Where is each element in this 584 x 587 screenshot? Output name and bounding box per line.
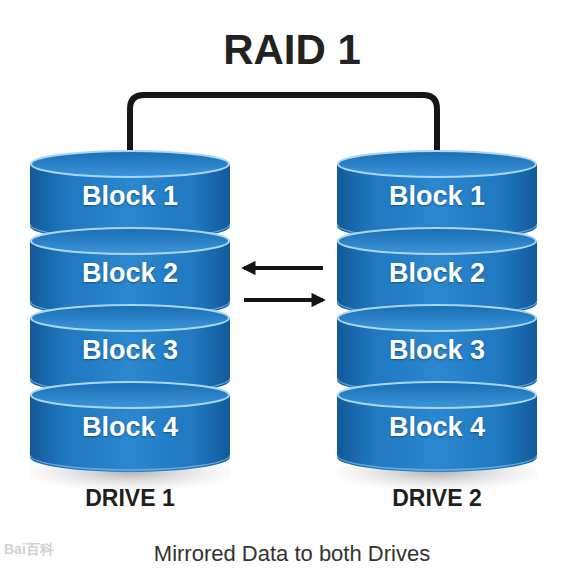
block-rim — [337, 455, 537, 470]
disk-block: Block 4 — [30, 381, 230, 473]
diagram-title: RAID 1 — [0, 26, 584, 74]
block-label: Block 3 — [337, 335, 537, 366]
block-label: Block 3 — [30, 335, 230, 366]
block-top — [31, 151, 229, 177]
sync-arrow — [244, 266, 323, 270]
drive-label: DRIVE 1 — [10, 485, 250, 512]
block-label: Block 2 — [337, 258, 537, 289]
watermark-text: Bai百科 — [4, 541, 54, 559]
block-label: Block 4 — [337, 412, 537, 443]
mirror-bracket — [130, 95, 437, 150]
block-label: Block 1 — [337, 181, 537, 212]
block-top — [31, 305, 229, 331]
block-top — [338, 382, 536, 408]
block-top — [31, 382, 229, 408]
drive-label: DRIVE 2 — [317, 485, 557, 512]
drive-cylinder: DRIVE 2Block 1Block 2Block 3Block 4 — [337, 150, 537, 520]
block-top — [31, 228, 229, 254]
block-label: Block 2 — [30, 258, 230, 289]
drive-cylinder: DRIVE 1Block 1Block 2Block 3Block 4 — [30, 150, 230, 520]
block-top — [338, 228, 536, 254]
block-top — [338, 151, 536, 177]
block-top — [338, 305, 536, 331]
block-rim — [30, 455, 230, 470]
block-label: Block 4 — [30, 412, 230, 443]
disk-block: Block 4 — [337, 381, 537, 473]
block-label: Block 1 — [30, 181, 230, 212]
sync-arrow — [244, 298, 323, 302]
diagram-caption: Mirrored Data to both Drives — [0, 541, 584, 567]
